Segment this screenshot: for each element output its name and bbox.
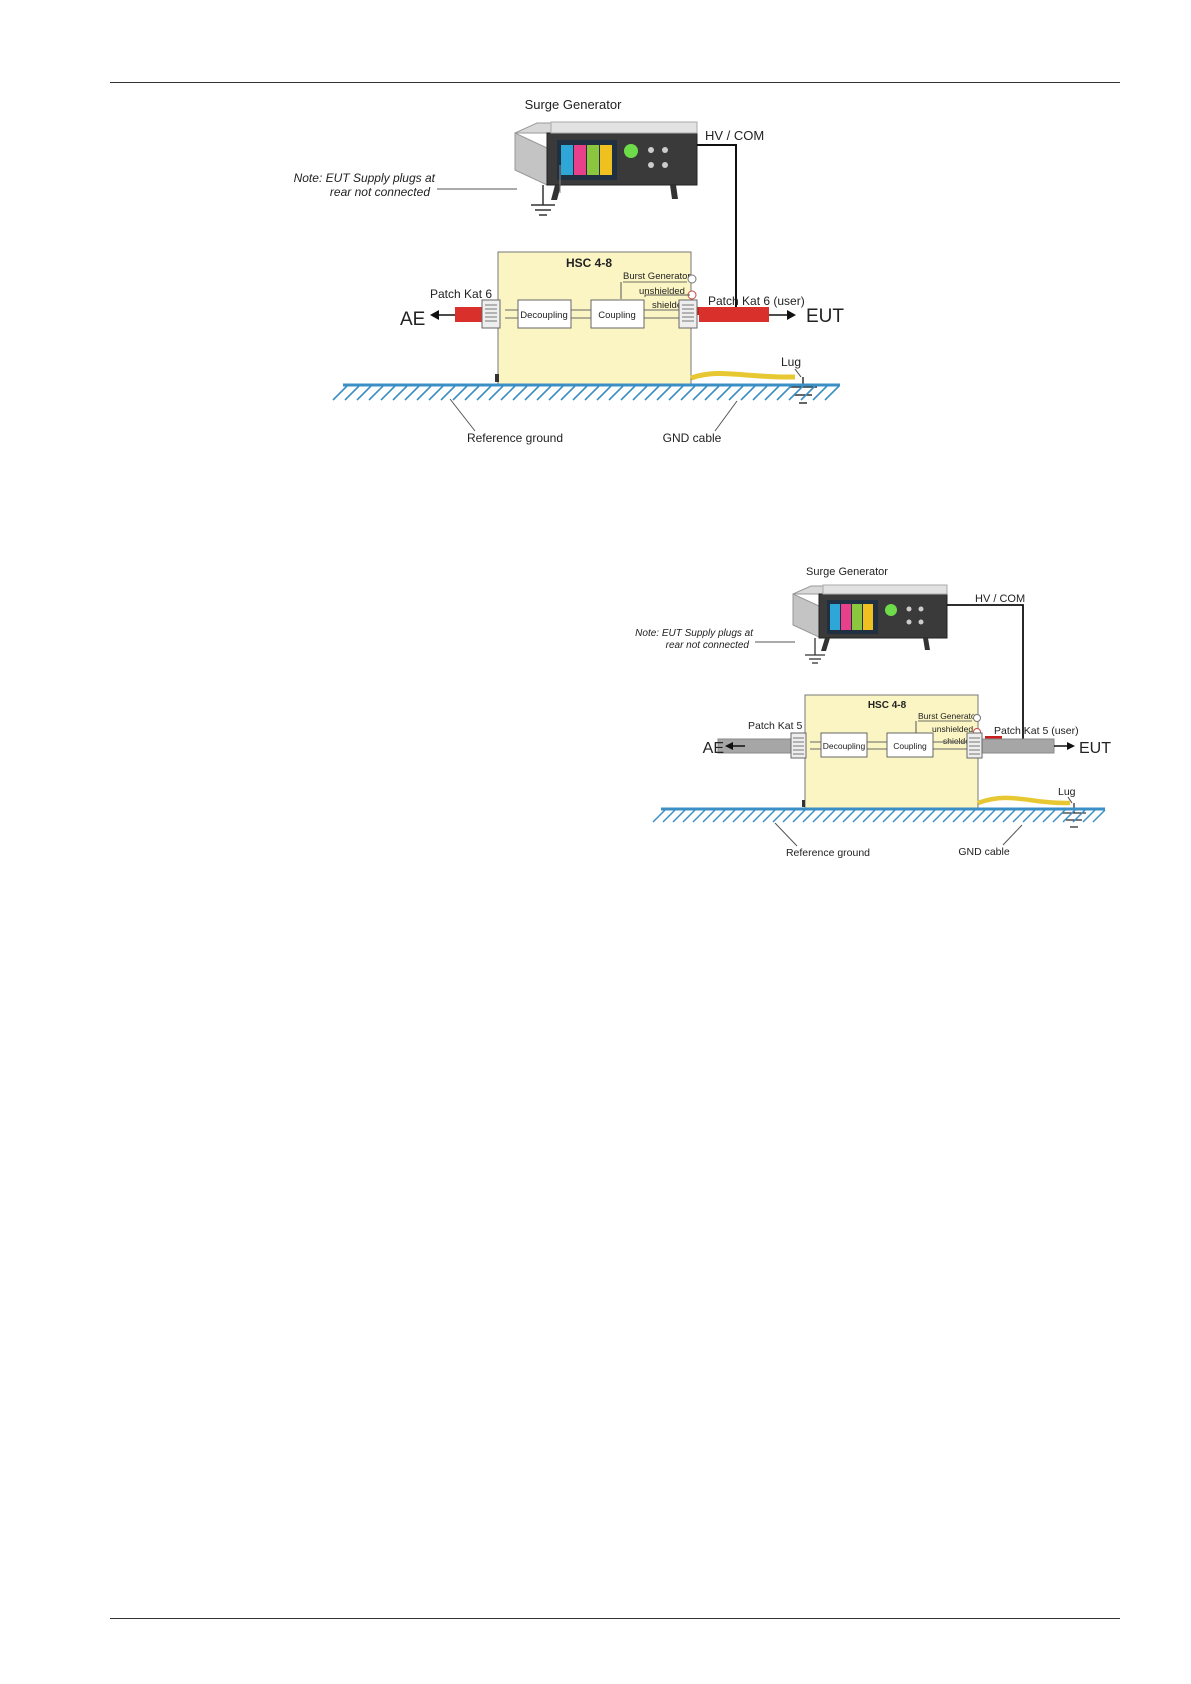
reference-ground-label: Reference ground [467, 431, 563, 445]
patch-left-label: Patch Kat 6 [430, 287, 492, 301]
note-line-1-2: Note: EUT Supply plugs at [635, 628, 754, 639]
gnd-cable-leader-2 [1002, 824, 1023, 846]
lug-label: Lug [781, 355, 801, 369]
right-port-connector-2 [966, 732, 983, 759]
footer-rule [110, 1618, 1120, 1619]
note-line-2: rear not connected [330, 185, 430, 199]
generator-earth-symbol [531, 185, 555, 216]
generator-label-2: Surge Generator [806, 566, 888, 578]
burst-terminal [687, 274, 697, 284]
left-port-connector [481, 299, 501, 329]
lug-earth-symbol-2 [1062, 803, 1086, 828]
generator-label: Surge Generator [525, 97, 623, 112]
reference-ground-leader-2 [774, 822, 798, 847]
burst-generator-label: Burst Generator [623, 271, 691, 282]
gnd-cable-2 [977, 795, 1071, 806]
ae-label: AE [400, 309, 425, 330]
coupling-box [590, 299, 645, 329]
hv-com-label-2: HV / COM [975, 593, 1025, 605]
burst-terminal-2 [973, 714, 981, 722]
burst-generator-label-2: Burst Generator [918, 711, 979, 721]
coupling-box-2 [886, 732, 934, 758]
reference-ground-plate-2 [652, 807, 1106, 823]
internal-signal-lines-2 [810, 741, 967, 750]
hv-cable [697, 144, 737, 312]
left-port-connector-2 [790, 732, 807, 759]
internal-signal-lines [505, 309, 679, 319]
hv-com-label: HV / COM [705, 128, 764, 143]
ae-arrowhead-2 [725, 742, 733, 750]
patch-right-label: Patch Kat 6 (user) [708, 294, 805, 308]
lug-leader-2 [1067, 796, 1073, 804]
note-line-2-2: rear not connected [666, 640, 750, 651]
ae-arrowhead [430, 310, 439, 320]
left-cable [455, 307, 485, 322]
ae-label-2: AE [703, 740, 724, 757]
eut-arrowhead [787, 310, 796, 320]
right-cable-2 [981, 738, 1055, 754]
reference-ground-leader [449, 398, 476, 432]
gnd-cable-leader [714, 400, 738, 432]
unit-foot-2 [802, 800, 805, 807]
decoupling-box [517, 299, 572, 329]
coupling-label-2: Coupling [893, 741, 927, 751]
decoupling-label: Decoupling [520, 310, 568, 321]
patch-right-label-2: Patch Kat 5 (user) [994, 725, 1079, 737]
figure-1-setup-diagram: Surge Generator Note: EUT Supply plugs a… [294, 97, 845, 445]
generator-earth-symbol-2 [805, 638, 825, 664]
patch-left-label-2: Patch Kat 5 [748, 720, 802, 732]
eut-label: EUT [806, 306, 844, 327]
unit-title: HSC 4-8 [566, 256, 612, 270]
lug-label-2: Lug [1058, 786, 1076, 798]
unshielded-label: unshielded [639, 286, 685, 297]
gnd-cable-label-2: GND cable [958, 846, 1010, 858]
gnd-cable [690, 371, 796, 381]
header-rule [110, 82, 1120, 83]
right-cable [699, 307, 769, 322]
unshielded-label-2: unshielded [932, 724, 973, 734]
decoupling-label-2: Decoupling [823, 741, 866, 751]
coupling-label: Coupling [598, 310, 636, 321]
shielded-label: shielded [652, 300, 687, 311]
surge-generator-device-2 [792, 584, 948, 651]
decoupling-box-2 [820, 732, 868, 758]
note-line-1: Note: EUT Supply plugs at [294, 171, 436, 185]
figure-2-setup-diagram: Surge Generator Note: EUT Supply plugs a… [635, 566, 1111, 859]
surge-generator-device [514, 121, 698, 200]
unit-title-2: HSC 4-8 [868, 700, 907, 711]
unit-foot [495, 374, 499, 382]
eut-arrowhead-2 [1067, 742, 1075, 750]
right-port-connector [678, 299, 698, 329]
coupling-wire-b [644, 294, 690, 297]
lug-leader [794, 368, 802, 378]
reference-ground-label-2: Reference ground [786, 847, 870, 859]
gnd-cable-label: GND cable [663, 431, 722, 445]
eut-label-2: EUT [1079, 740, 1111, 757]
shielded-label-2: shielded [943, 736, 975, 746]
reference-ground-plate [332, 383, 840, 401]
